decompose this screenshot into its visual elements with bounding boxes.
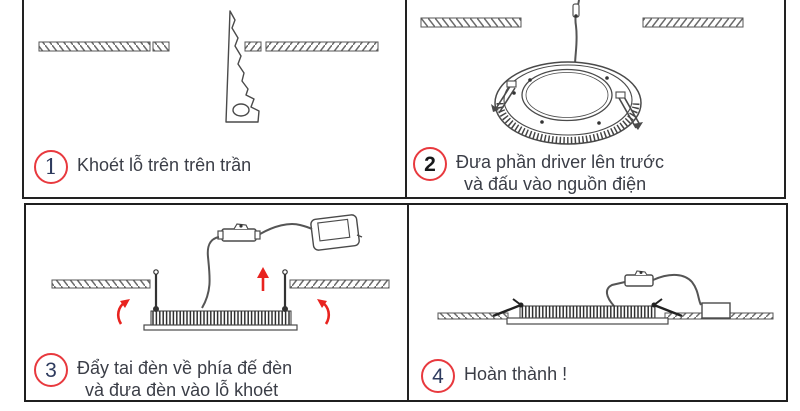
step-2-caption: 2 Đưa phần driver lên trước và đấu vào n… — [413, 147, 664, 195]
bottom-row-box: 3 Đẩy tai đèn về phía đế đèn và đưa đèn … — [24, 203, 788, 402]
ceiling-hatch-left — [420, 17, 522, 28]
caption-line: Đẩy tai đèn về phía đế đèn — [77, 358, 293, 378]
spring-clip-right — [615, 91, 643, 130]
step-3-illustration — [51, 214, 390, 331]
knurled-edge — [496, 102, 640, 144]
spring-clip-left — [491, 80, 517, 114]
caption-line: và đấu vào nguồn điện — [464, 174, 647, 194]
power-wire — [201, 223, 313, 309]
top-row-box: 1 Khoét lỗ trên trên trần — [22, 0, 786, 199]
downlight-round — [491, 61, 643, 145]
step-4-panel: 4 Hoàn thành ! — [407, 205, 786, 400]
caption-text: Khoét lỗ trên trên trần — [77, 150, 251, 176]
up-arrow-icon — [257, 267, 269, 291]
step-circle: 2 — [413, 147, 447, 181]
step-2-illustration — [420, 0, 744, 145]
step-3-caption: 3 Đẩy tai đèn về phía đế đèn và đưa đèn … — [34, 353, 292, 401]
caption-line: và đưa đèn vào lỗ khoét — [85, 380, 279, 400]
step-4-caption: 4 Hoàn thành ! — [421, 359, 567, 393]
cutting-tool-icon — [225, 10, 260, 123]
wire-connector — [217, 223, 261, 242]
step-circle: 1 — [34, 150, 68, 184]
caption-line: Khoét lỗ trên trên trần — [77, 155, 252, 175]
ceiling-hatch-right — [244, 41, 379, 52]
rotate-arrow-right-icon — [317, 299, 331, 325]
wire-connector — [624, 270, 654, 287]
downlight-side — [143, 310, 298, 331]
caption-line: Đưa phần driver lên trước — [456, 152, 664, 172]
clip-pin-left — [153, 269, 159, 312]
caption-line: Hoàn thành ! — [464, 364, 568, 384]
step-1-illustration — [38, 10, 379, 123]
spring-clip-left — [492, 298, 524, 318]
driver-box — [310, 214, 363, 251]
power-wire — [572, 0, 580, 67]
step-3-panel: 3 Đẩy tai đèn về phía đế đèn và đưa đèn … — [26, 205, 407, 400]
driver-box — [701, 302, 731, 319]
caption-text: Đưa phần driver lên trước và đấu vào ngu… — [456, 147, 664, 195]
step-1-caption: 1 Khoét lỗ trên trên trần — [34, 150, 251, 184]
step-circle: 3 — [34, 353, 68, 387]
step-1-panel: 1 Khoét lỗ trên trên trần — [24, 0, 405, 197]
caption-text: Đẩy tai đèn về phía đế đèn và đưa đèn và… — [77, 353, 292, 401]
step-circle: 4 — [421, 359, 455, 393]
ceiling-hatch-right — [289, 279, 390, 289]
power-wire — [606, 274, 702, 307]
downlight-side — [506, 305, 669, 325]
ceiling-hatch-left — [38, 41, 170, 52]
clip-pin-right — [282, 269, 288, 312]
step-4-illustration — [437, 270, 774, 325]
step-2-panel: 2 Đưa phần driver lên trước và đấu vào n… — [405, 0, 784, 197]
caption-text: Hoàn thành ! — [464, 359, 567, 385]
ceiling-hatch-left — [51, 279, 151, 289]
ceiling-hatch-right — [642, 17, 744, 28]
rotate-arrow-left-icon — [116, 299, 130, 325]
ceiling-hatch-left — [437, 312, 509, 320]
spring-clip-right — [651, 298, 683, 318]
